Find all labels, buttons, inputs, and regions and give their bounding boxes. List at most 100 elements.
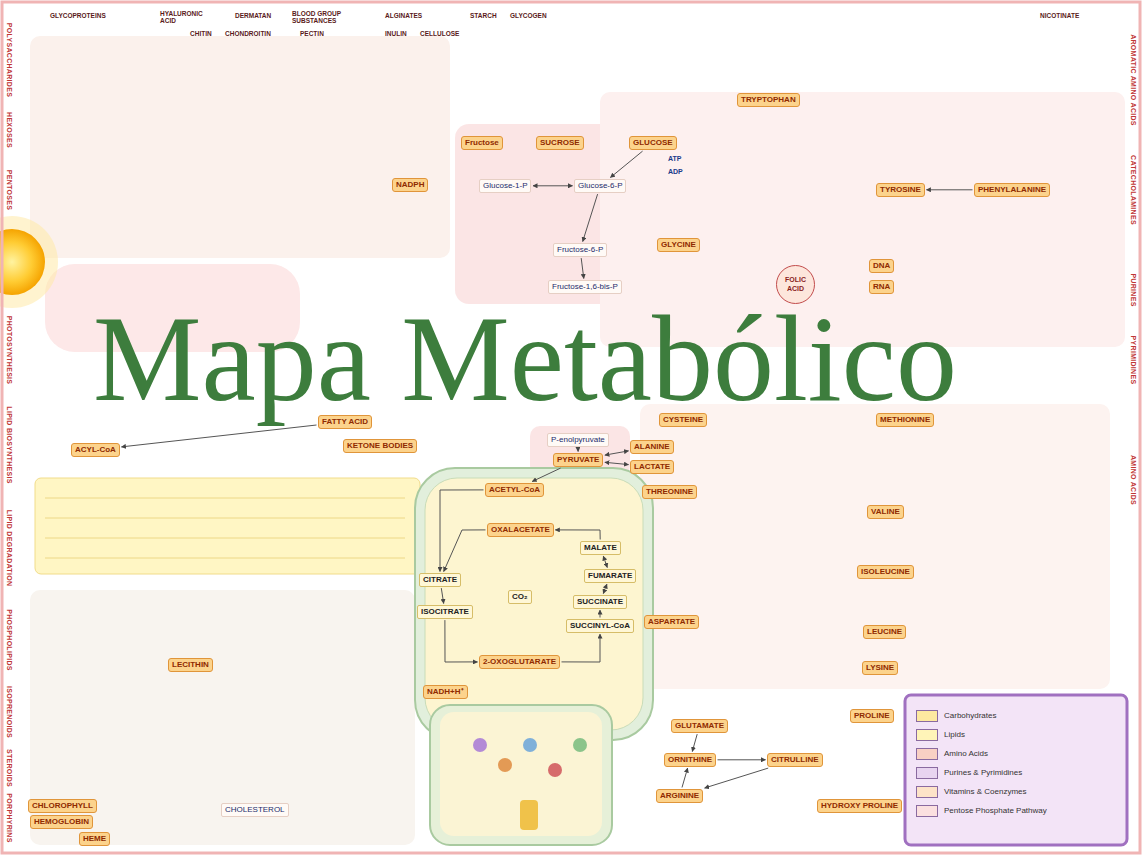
metabolite-box: LECITHIN bbox=[168, 658, 213, 672]
legend-row: Lipids bbox=[916, 725, 1047, 744]
reaction-arrow bbox=[533, 185, 573, 186]
metabolite-box: CYSTEINE bbox=[659, 413, 707, 427]
metabolite-name: METHIONINE bbox=[880, 415, 930, 425]
complex-symbol bbox=[523, 738, 537, 752]
metabolite-name: FATTY ACID bbox=[322, 417, 368, 427]
legend-row: Carbohydrates bbox=[916, 706, 1047, 725]
legend-swatch bbox=[916, 786, 938, 798]
metabolite-box: CITRATE bbox=[419, 573, 461, 587]
metabolite-box: Fructose-6-P bbox=[553, 243, 607, 257]
metabolite-name: 2-OXOGLUTARATE bbox=[483, 657, 556, 667]
metabolite-box: Fructose bbox=[461, 136, 503, 150]
metabolite-box: LEUCINE bbox=[863, 625, 906, 639]
category-label: CELLULOSE bbox=[420, 30, 459, 37]
section-label: STEROIDS bbox=[5, 749, 13, 787]
reaction-arrow bbox=[603, 584, 607, 593]
section-label: PHOSPHOLIPIDS bbox=[5, 609, 13, 670]
section-label: AROMATIC AMINO ACIDS bbox=[1129, 34, 1137, 126]
reaction-arrow bbox=[562, 634, 601, 662]
metabolite-name: DNA bbox=[873, 261, 890, 271]
reaction-arrow bbox=[600, 610, 601, 617]
metabolite-name: FOLIC ACID bbox=[782, 276, 810, 293]
complex-symbol bbox=[473, 738, 487, 752]
metabolite-name: CO₂ bbox=[512, 592, 528, 602]
metabolite-name: CHLOROPHYLL bbox=[32, 801, 93, 811]
metabolite-box: 2-OXOGLUTARATE bbox=[479, 655, 560, 669]
metabolite-name: Fructose-1,6-bis-P bbox=[552, 282, 618, 292]
atp-synthase-symbol bbox=[520, 800, 538, 830]
category-label: DERMATAN bbox=[235, 12, 271, 19]
metabolite-name: HEME bbox=[83, 834, 106, 844]
metabolite-box: ISOCITRATE bbox=[417, 605, 473, 619]
metabolite-name: LACTATE bbox=[634, 462, 670, 472]
metabolite-box: ORNITHINE bbox=[664, 753, 716, 767]
legend-text: Carbohydrates bbox=[944, 711, 996, 720]
metabolite-name: ORNITHINE bbox=[668, 755, 712, 765]
metabolite-box: MALATE bbox=[580, 541, 621, 555]
metabolite-box: Fructose-1,6-bis-P bbox=[548, 280, 622, 294]
fatty-acid-band bbox=[35, 478, 420, 574]
metabolite-name: SUCROSE bbox=[540, 138, 580, 148]
legend-swatch bbox=[916, 805, 938, 817]
section-label: PYRIMIDINES bbox=[1129, 336, 1137, 385]
metabolite-box: SUCCINATE bbox=[573, 595, 627, 609]
metabolite-box: ACYL-CoA bbox=[71, 443, 120, 457]
metabolite-name: THREONINE bbox=[646, 487, 693, 497]
reaction-arrow bbox=[583, 194, 598, 241]
section-label: PENTOSES bbox=[5, 170, 13, 210]
reaction-arrow bbox=[718, 759, 766, 760]
metabolite-name: OXALACETATE bbox=[491, 525, 550, 535]
metabolite-name: SUCCINATE bbox=[577, 597, 623, 607]
legend-row: Amino Acids bbox=[916, 744, 1047, 763]
metabolite-name: ALANINE bbox=[634, 442, 670, 452]
carbohydrate-region bbox=[30, 36, 450, 258]
metabolite-name: VALINE bbox=[871, 507, 900, 517]
metabolite-box: LACTATE bbox=[630, 460, 674, 474]
metabolite-box: ACETYL-CoA bbox=[485, 483, 544, 497]
metabolite-box: TYROSINE bbox=[876, 183, 925, 197]
metabolite-name: PHENYLALANINE bbox=[978, 185, 1046, 195]
category-label: STARCH bbox=[470, 12, 497, 19]
metabolite-box: CHLOROPHYLL bbox=[28, 799, 97, 813]
band-line bbox=[45, 498, 405, 499]
metabolite-name: NADPH bbox=[396, 180, 424, 190]
metabolite-box: PROLINE bbox=[850, 709, 894, 723]
metabolite-box: DNA bbox=[869, 259, 894, 273]
category-label: CHONDROITIN bbox=[225, 30, 271, 37]
legend-row: Vitamins & Coenzymes bbox=[916, 782, 1047, 801]
reaction-arrow bbox=[578, 448, 579, 451]
complex-symbol bbox=[548, 763, 562, 777]
metabolite-box: GLYCINE bbox=[657, 238, 700, 252]
reaction-arrow bbox=[445, 620, 478, 662]
category-label: HYALURONIC ACID bbox=[160, 10, 212, 25]
metabolite-name: TRYPTOPHAN bbox=[741, 95, 796, 105]
metabolite-name: FUMARATE bbox=[588, 571, 632, 581]
metabolite-box: P-enolpyruvate bbox=[547, 433, 609, 447]
section-label: PURINES bbox=[1129, 273, 1137, 306]
metabolite-name: ISOLEUCINE bbox=[861, 567, 910, 577]
section-label: PORPHYRINS bbox=[5, 793, 13, 842]
metabolite-name: LEUCINE bbox=[867, 627, 902, 637]
metabolite-box: PYRUVATE bbox=[553, 453, 603, 467]
reaction-arrow bbox=[705, 768, 769, 788]
metabolite-name: CITRATE bbox=[423, 575, 457, 585]
metabolite-name: Glucose-6-P bbox=[578, 181, 622, 191]
legend: CarbohydratesLipidsAmino AcidsPurines & … bbox=[916, 706, 1047, 820]
amino-acid-region bbox=[640, 404, 1110, 689]
reaction-arrow bbox=[682, 768, 688, 787]
reaction-arrow bbox=[610, 151, 642, 177]
metabolite-box: FUMARATE bbox=[584, 569, 636, 583]
reaction-arrow bbox=[605, 462, 629, 464]
section-label: AMINO ACIDS bbox=[1129, 455, 1137, 505]
metabolite-name: GLUCOSE bbox=[633, 138, 673, 148]
legend-swatch bbox=[916, 767, 938, 779]
category-label: BLOOD GROUP SUBSTANCES bbox=[292, 10, 352, 25]
metabolite-name: PYRUVATE bbox=[557, 455, 599, 465]
metabolite-box: FATTY ACID bbox=[318, 415, 372, 429]
metabolite-name: GLYCINE bbox=[661, 240, 696, 250]
metabolite-box: NADPH bbox=[392, 178, 428, 192]
